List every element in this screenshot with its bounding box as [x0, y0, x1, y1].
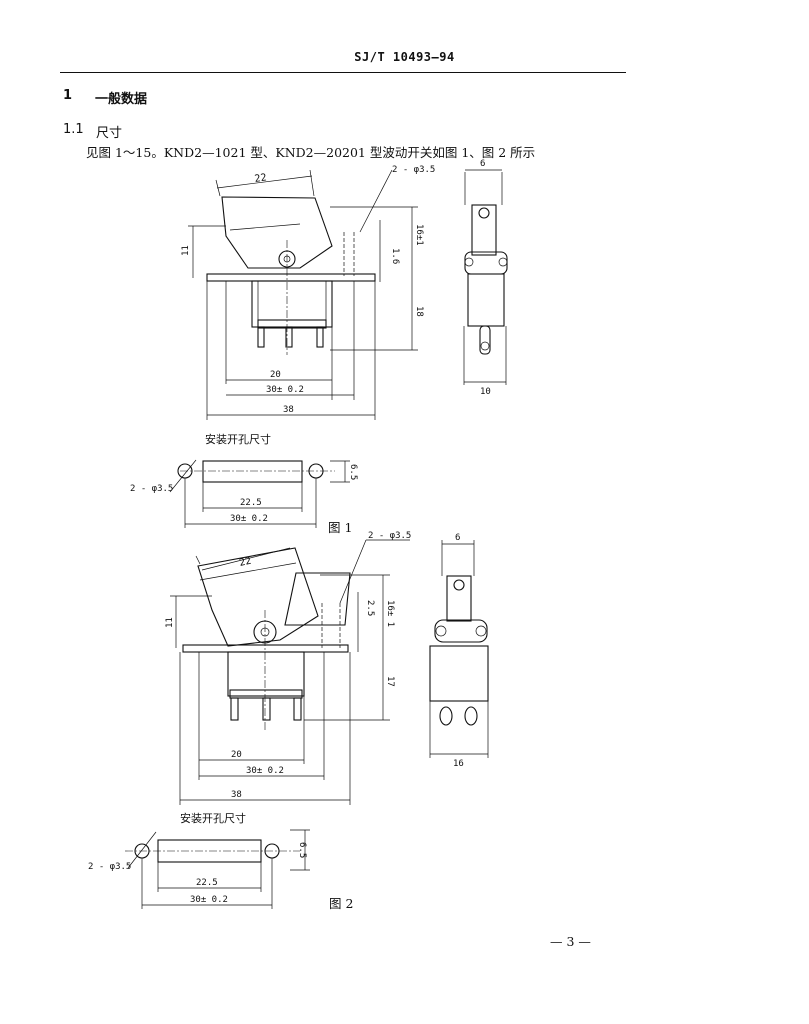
subsection-title: 尺寸	[96, 126, 123, 141]
fig1-switch-front-view	[206, 196, 376, 355]
fig1-dim-6: 6	[480, 159, 485, 169]
section-title: 一般数据	[95, 92, 148, 107]
fig1-cut-22-5: 22.5	[240, 498, 262, 508]
fig2-dim-20: 20	[231, 750, 242, 760]
fig1-switch-side-view: 6 10	[463, 159, 508, 397]
fig1-caption: 图 1	[328, 520, 353, 535]
fig1-mount-hole-label: 安装开孔尺寸	[205, 433, 271, 446]
fig1-terminal-2	[285, 326, 293, 348]
fig1-dim-18: 18	[414, 306, 424, 317]
header-rule	[60, 72, 626, 73]
fig2-dim-11: 11	[165, 617, 175, 628]
fig2-dim-16-side: 16	[453, 759, 464, 769]
fig1-terminal-1	[257, 326, 265, 348]
fig2-switch-front-view	[182, 547, 351, 730]
fig1-dim-30: 30± 0.2	[266, 385, 304, 395]
section-number: 1	[63, 88, 73, 103]
fig2-terminal-2	[262, 697, 271, 721]
fig1-dim-22: 22	[254, 172, 267, 185]
fig1-terminal-3	[316, 326, 324, 348]
fig2-switch-side-view: 6 16	[429, 533, 489, 769]
fig2-panel-plate	[182, 644, 349, 653]
fig1-cut-6-5: 6.5	[348, 464, 358, 480]
subsection-number: 1.1	[63, 122, 84, 137]
fig2-caption: 图 2	[329, 896, 354, 911]
fig2-dim-38: 38	[231, 790, 242, 800]
fig1-rocker	[221, 196, 333, 269]
fig2-cut-22-5: 22.5	[196, 878, 218, 888]
fig2-dim-16: 16± 1	[385, 600, 395, 627]
fig1-mount-cutout: 2 - φ3.5 22.5 30± 0.2 6.5	[130, 459, 358, 528]
fig2-terminal-3	[293, 697, 302, 721]
fig1-dim-hole: 2 - φ3.5	[392, 165, 435, 175]
fig2-mount-hole-label: 安装开孔尺寸	[180, 812, 246, 825]
fig2-dim-hole: 2 - φ3.5	[368, 531, 411, 541]
fig1-dim-38: 38	[283, 405, 294, 415]
fig2-cut-30: 30± 0.2	[190, 895, 228, 905]
fig1-dim-16: 16±1	[414, 224, 424, 246]
fig1-cut-30: 30± 0.2	[230, 514, 268, 524]
fig2-cut-hole-label: 2 - φ3.5	[88, 862, 131, 872]
fig2-dim-30: 30± 0.2	[246, 766, 284, 776]
fig1-panel-plate	[206, 273, 376, 282]
intro-paragraph: 见图 1～15。KND2—1021 型、KND2—20201 型波动开关如图 1…	[86, 145, 536, 160]
fig2-cut-6-5: 6.5	[297, 842, 307, 858]
fig1-dim-20: 20	[270, 370, 281, 380]
fig2-dim-22: 22	[238, 556, 252, 569]
fig2-mount-cutout: 2 - φ3.5 22.5 30± 0.2 6.5	[88, 829, 310, 909]
fig1-dim-1-6: 1.6	[390, 248, 400, 264]
page-number: — 3 —	[550, 934, 591, 949]
fig1-cut-hole-label: 2 - φ3.5	[130, 484, 173, 494]
fig2-dimensions: 22 11 2 - φ3.5 2.5 16± 1 17 20 30± 0.2 3…	[165, 531, 411, 805]
fig2-dim-6: 6	[455, 533, 460, 543]
fig2-rocker	[197, 547, 319, 647]
fig1-dim-10: 10	[480, 387, 491, 397]
fig2-dim-2-5: 2.5	[365, 600, 375, 616]
document-header: SJ/T 10493—94	[354, 50, 455, 64]
fig1-dim-11: 11	[181, 245, 191, 256]
fig2-terminal-1	[230, 697, 239, 721]
fig1-dimensions: 22 11 2 - φ3.5 1.6 16±1 18 20 30± 0.2 38	[181, 165, 435, 420]
fig2-body	[227, 651, 305, 697]
fig2-dim-17: 17	[385, 676, 395, 687]
